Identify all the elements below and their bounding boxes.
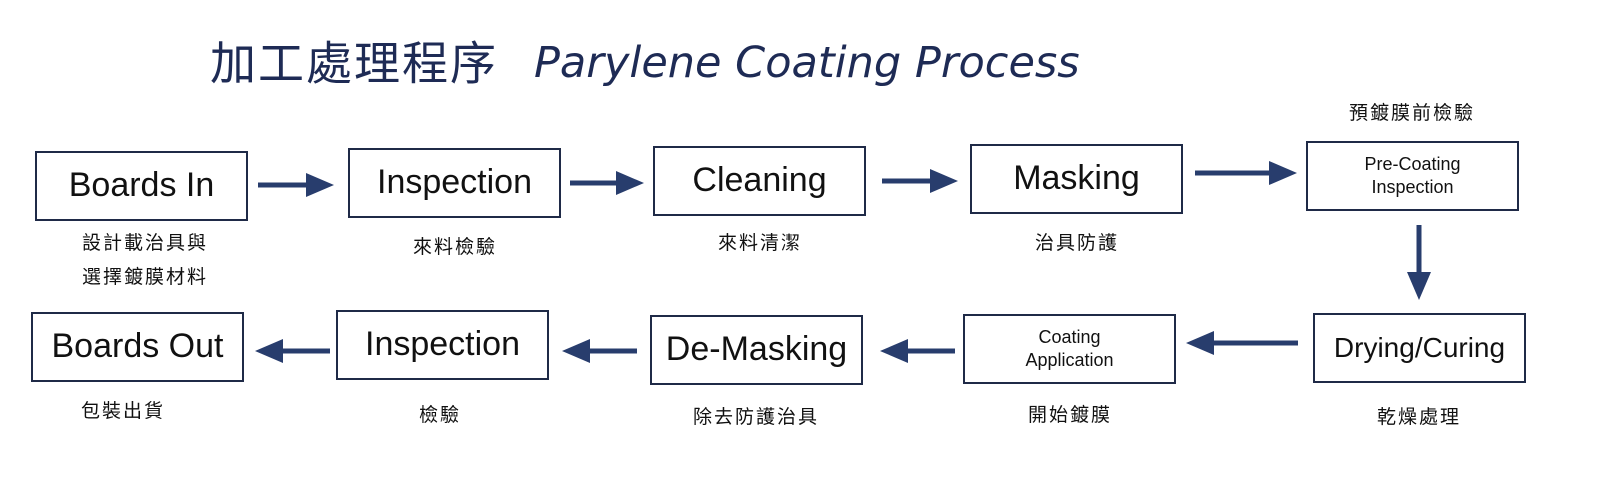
step-drying-curing: Drying/Curing [1313, 313, 1526, 383]
title-chinese: 加工處理程序 [210, 36, 498, 91]
title-english: Parylene Coating Process [534, 38, 1080, 89]
step-label: Inspection [377, 163, 532, 202]
arrow-head-9 [255, 339, 283, 363]
step-de-masking: De-Masking [650, 315, 863, 385]
step-pre-coating-inspection: Pre-Coating Inspection [1306, 141, 1519, 211]
caption-coating-application: 開始鍍膜 [1027, 404, 1112, 426]
step-inspection-final: Inspection [336, 310, 549, 380]
step-label: Boards Out [51, 327, 224, 366]
step-label: Inspection [365, 325, 520, 364]
arrow-head-1 [306, 173, 334, 197]
step-boards-in: Boards In [35, 151, 248, 221]
caption-drying-curing: 乾燥處理 [1376, 406, 1461, 428]
step-inspection-incoming: Inspection [348, 148, 561, 218]
caption-inspection-final: 檢驗 [418, 404, 461, 426]
caption-boards-out: 包裝出貨 [80, 400, 165, 422]
caption-inspection-incoming: 來料檢驗 [412, 236, 497, 258]
step-label: Coating Application [1025, 326, 1114, 370]
step-label: Drying/Curing [1333, 331, 1506, 363]
step-label: Masking [1013, 159, 1140, 198]
arrow-head-3 [930, 169, 958, 193]
caption-boards-in: 設計載治具與 選擇鍍膜材料 [81, 232, 208, 288]
caption-pre-coating-inspection: 預鍍膜前檢驗 [1348, 102, 1475, 124]
arrow-head-2 [616, 171, 644, 195]
arrow-head-6 [1186, 331, 1214, 355]
step-label: Cleaning [692, 161, 827, 200]
caption-masking: 治具防護 [1034, 232, 1119, 254]
step-coating-application: Coating Application [963, 314, 1176, 384]
arrow-head-7 [880, 339, 908, 363]
step-label: Boards In [68, 166, 215, 205]
caption-de-masking: 除去防護治具 [692, 406, 819, 428]
caption-cleaning: 來料清潔 [717, 232, 802, 254]
step-boards-out: Boards Out [31, 312, 244, 382]
diagram-title: 加工處理程序 Parylene Coating Process [210, 28, 1310, 98]
step-masking: Masking [970, 144, 1183, 214]
step-label: De-Masking [665, 330, 848, 369]
arrow-head-5 [1407, 272, 1431, 300]
step-cleaning: Cleaning [653, 146, 866, 216]
arrow-head-8 [562, 339, 590, 363]
arrow-head-4 [1269, 161, 1297, 185]
step-label: Pre-Coating Inspection [1364, 153, 1461, 197]
